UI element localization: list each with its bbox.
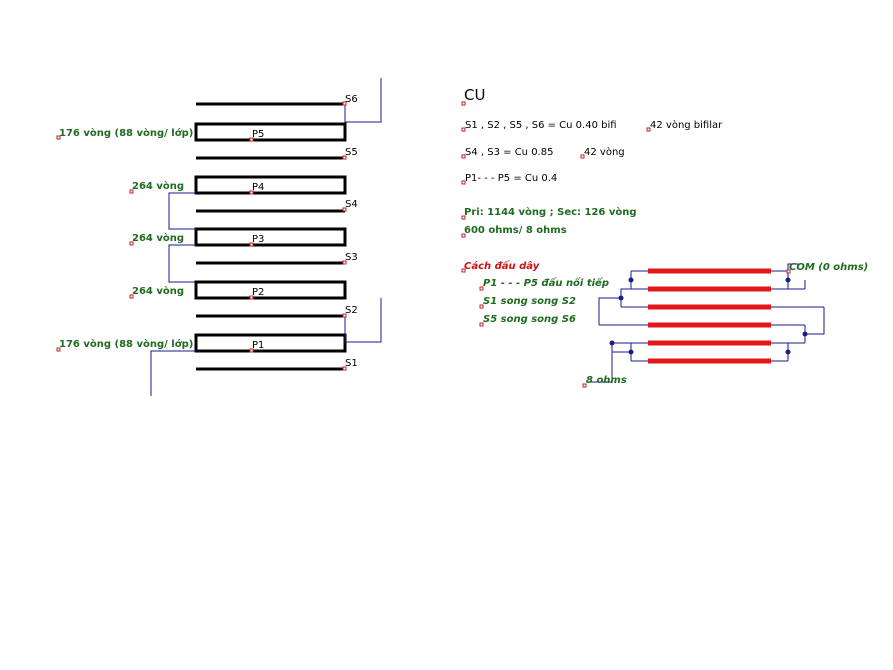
wire-p4-p3	[168, 192, 196, 230]
com-label: COM (0 ohms)	[789, 262, 868, 273]
turns-p3: 264 vòng	[132, 232, 184, 244]
label-p5: P5	[252, 129, 264, 140]
label-p4: P4	[252, 182, 264, 193]
label-p2: P2	[252, 287, 264, 298]
spec-line3: P1- - - P5 = Cu 0.4	[465, 173, 557, 184]
label-s3: S3	[345, 252, 358, 263]
primary-box-p3	[194, 227, 347, 247]
turns-p5: 176 vòng (88 vòng/ lớp)	[59, 127, 193, 139]
out-label: 8 ohms	[586, 375, 627, 386]
wiring-step1: P1 - - - P5 đấu nối tiếp	[483, 276, 609, 289]
wiring-instructions: Cách đấu dây P1 - - - P5 đấu nối tiếp S1…	[461, 259, 609, 327]
wire-s2-s1	[344, 298, 382, 343]
spec-line1: S1 , S2 , S5 , S6 = Cu 0.40 bifi	[465, 120, 617, 131]
label-p1: P1	[252, 340, 264, 351]
label-s5: S5	[345, 147, 358, 158]
primary-box-p2	[194, 280, 347, 300]
primary-box-p5	[194, 122, 347, 142]
turns-p4: 264 vòng	[132, 180, 184, 192]
spec-line1-note: 42 vòng bifilar	[650, 119, 723, 131]
label-s6: S6	[345, 94, 358, 105]
spec-summary1: Pri: 1144 vòng ; Sec: 126 vòng	[464, 206, 637, 218]
spec-summary2: 600 ohms/ 8 ohms	[464, 225, 567, 236]
wire-p1-out	[150, 350, 196, 396]
label-s1: S1	[345, 358, 358, 369]
wire-s6-s5	[344, 78, 382, 123]
secondary-labels: S6 S5 S4 S3 S2 S1	[342, 94, 358, 371]
wiring-step3: S5 song song S6	[483, 314, 576, 325]
label-p3: P3	[252, 234, 264, 245]
spec-block: CU S1 , S2 , S5 , S6 = Cu 0.40 bifi 42 v…	[461, 86, 723, 238]
wiring-schematic: COM (0 ohms) 8 ohms	[582, 262, 868, 388]
primary-labels: P5 P4 P3 P2 P1	[249, 129, 264, 353]
turns-p1: 176 vòng (88 vòng/ lớp)	[59, 338, 193, 350]
spec-line2-note: 42 vòng	[584, 146, 625, 158]
spec-line2: S4 , S3 = Cu 0.85	[465, 147, 553, 158]
turns-p2: 264 vòng	[132, 285, 184, 297]
wiring-heading: Cách đấu dây	[464, 259, 540, 272]
wiring-step2: S1 song song S2	[483, 296, 576, 307]
label-s2: S2	[345, 305, 358, 316]
spec-title: CU	[464, 86, 485, 104]
wire-p3-p2	[168, 244, 196, 283]
label-s4: S4	[345, 199, 358, 210]
primary-turn-labels: 176 vòng (88 vòng/ lớp) 264 vòng 264 vòn…	[56, 127, 193, 352]
primary-box-p1	[194, 333, 347, 353]
primary-box-p4	[194, 175, 347, 195]
